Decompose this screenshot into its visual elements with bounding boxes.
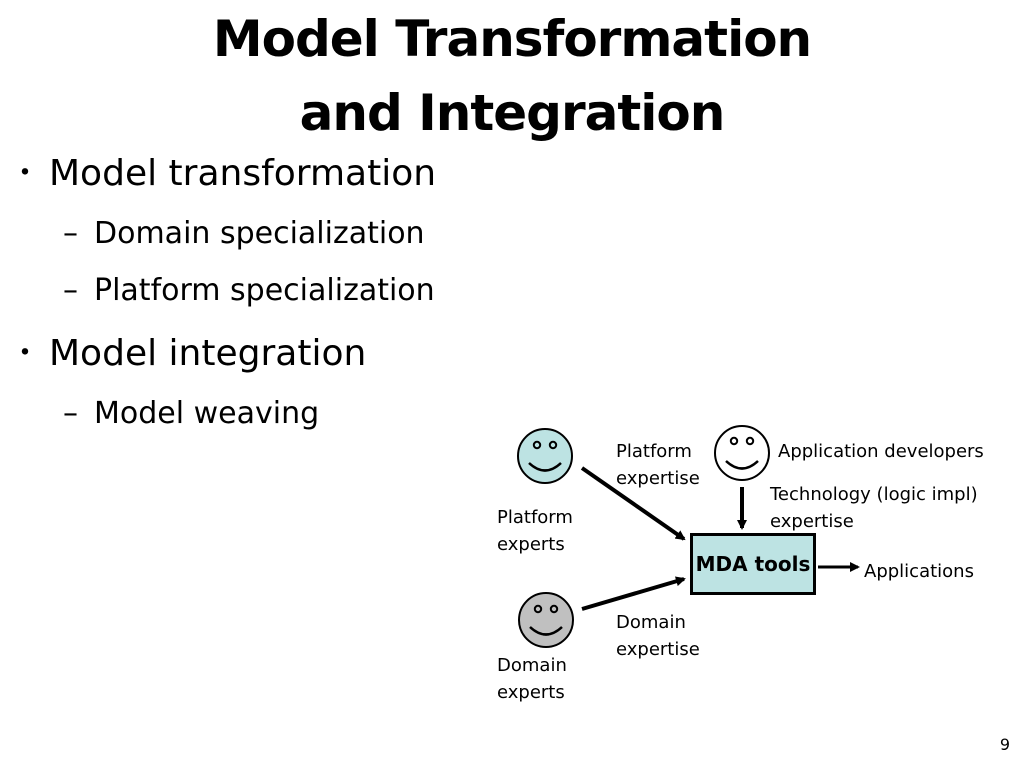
platform-experts-smiley-icon xyxy=(517,428,573,484)
platform-experts-line-1: Platform xyxy=(497,507,573,528)
domain-experts-smiley-icon xyxy=(518,592,574,648)
technology-expertise-label: Technology (logic impl) expertise xyxy=(770,481,978,535)
bullet-marker: ・ xyxy=(10,156,40,191)
platform-expertise-arrow xyxy=(580,466,686,541)
bullet-text: Model integration xyxy=(49,333,367,374)
subitem-marker: – xyxy=(63,273,78,308)
domain-expertise-arrow xyxy=(581,576,686,611)
domain-experts-label: Domain experts xyxy=(497,652,567,706)
mda-tools-box: MDA tools xyxy=(690,533,816,595)
subitem-marker: – xyxy=(63,396,78,431)
subitem-marker: – xyxy=(63,216,78,251)
application-developers-label: Application developers xyxy=(778,441,984,462)
domain-experts-line-1: Domain xyxy=(497,655,567,676)
application-developers-smiley-icon xyxy=(714,425,770,481)
domain-expertise-label: Domain expertise xyxy=(616,609,700,663)
bullet-marker: ・ xyxy=(10,336,40,371)
title-line-2: and Integration xyxy=(299,84,726,142)
subitem-text: Model weaving xyxy=(94,396,320,431)
page-number: 9 xyxy=(999,735,1010,754)
platform-expertise-label: Platform expertise xyxy=(616,438,700,492)
bullet-text: Model transformation xyxy=(49,153,437,194)
page-title: Model Transformation and Integration xyxy=(0,2,1024,150)
subitem-text: Domain specialization xyxy=(94,216,425,251)
platform-expertise-line-2: expertise xyxy=(616,468,700,489)
platform-experts-label: Platform experts xyxy=(497,504,573,558)
domain-expertise-line-1: Domain xyxy=(616,612,686,633)
technology-expertise-line-2: expertise xyxy=(770,511,854,532)
technology-expertise-line-1: Technology (logic impl) xyxy=(770,484,978,505)
platform-experts-line-2: experts xyxy=(497,534,565,555)
subitem-text: Platform specialization xyxy=(94,273,435,308)
domain-expertise-line-2: expertise xyxy=(616,639,700,660)
domain-experts-line-2: experts xyxy=(497,682,565,703)
applications-label: Applications xyxy=(864,561,974,582)
title-line-1: Model Transformation xyxy=(212,10,812,68)
platform-expertise-line-1: Platform xyxy=(616,441,692,462)
